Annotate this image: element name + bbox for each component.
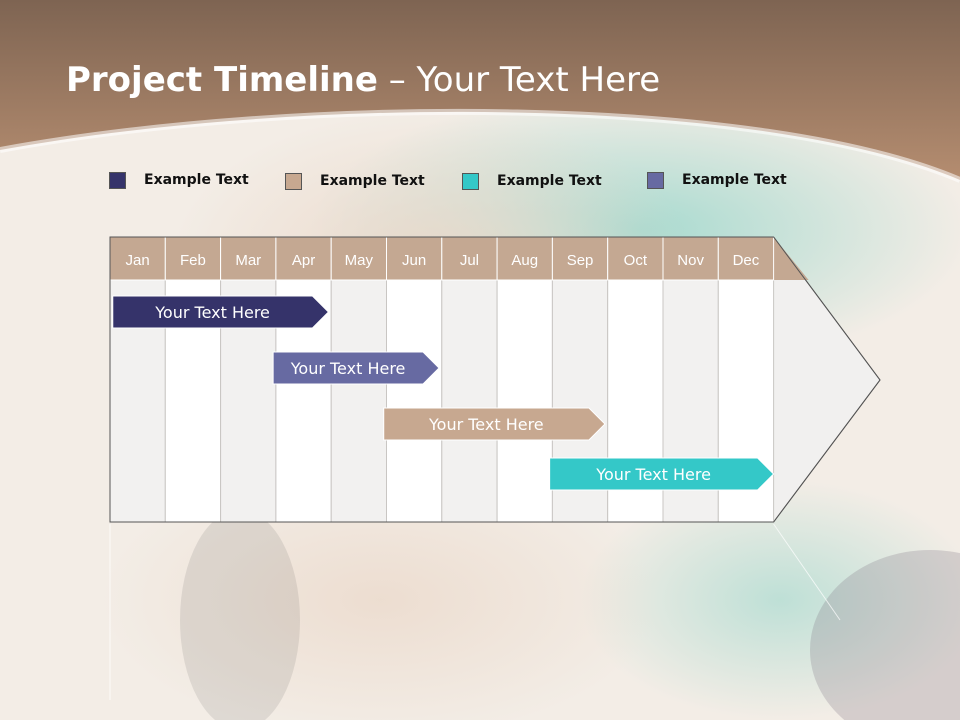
legend-item: Example Text bbox=[285, 171, 425, 191]
month-header-cell bbox=[607, 236, 664, 281]
month-header-cell bbox=[662, 236, 719, 281]
month-header-cell bbox=[386, 236, 443, 281]
month-label: Nov bbox=[677, 252, 704, 269]
month-label: Jan bbox=[126, 252, 150, 269]
month-header-cell bbox=[551, 236, 609, 281]
legend-swatch bbox=[285, 172, 302, 190]
month-header-cell bbox=[330, 236, 388, 281]
legend-item: Example Text bbox=[109, 170, 249, 190]
month-label: Mar bbox=[235, 252, 261, 269]
title-rest: – Your Text Here bbox=[377, 60, 661, 100]
month-column bbox=[330, 279, 388, 523]
task-bar-label: Your Text Here bbox=[595, 465, 711, 484]
legend-swatch bbox=[109, 171, 126, 189]
month-label: May bbox=[345, 252, 374, 269]
month-header-cell bbox=[717, 236, 775, 281]
task-bar-label: Your Text Here bbox=[154, 303, 270, 322]
month-header-cell bbox=[109, 236, 166, 281]
legend-swatch bbox=[462, 172, 479, 190]
month-label: Oct bbox=[624, 252, 648, 269]
legend-label: Example Text bbox=[682, 172, 787, 188]
page-title: Project Timeline – Your Text Here bbox=[66, 60, 660, 100]
legend-item: Example Text bbox=[647, 170, 787, 190]
legend-label: Example Text bbox=[497, 173, 602, 189]
month-label: Dec bbox=[733, 252, 760, 269]
arrow-header-cap bbox=[773, 237, 809, 280]
timeline-outline bbox=[109, 236, 881, 523]
timeline-reflection bbox=[109, 523, 841, 700]
month-label: Apr bbox=[292, 252, 315, 269]
task-bar-label: Your Text Here bbox=[290, 359, 406, 378]
month-column bbox=[386, 279, 443, 523]
legend-label: Example Text bbox=[144, 172, 249, 188]
task-bar bbox=[383, 407, 606, 441]
legend-item: Example Text bbox=[462, 171, 602, 191]
month-label: Aug bbox=[511, 252, 538, 269]
month-label: Jun bbox=[402, 252, 426, 269]
month-label: Jul bbox=[460, 252, 479, 269]
month-column bbox=[496, 279, 553, 523]
month-column bbox=[441, 279, 498, 523]
month-header-cell bbox=[441, 236, 498, 281]
month-label: Sep bbox=[567, 252, 594, 269]
title-bold: Project Timeline bbox=[66, 60, 378, 100]
month-header-cell bbox=[275, 236, 332, 281]
task-bar bbox=[549, 457, 775, 491]
task-bar bbox=[272, 351, 440, 385]
month-label: Feb bbox=[180, 252, 206, 269]
task-bar bbox=[112, 295, 330, 329]
task-bar-label: Your Text Here bbox=[428, 415, 544, 434]
legend-label: Example Text bbox=[320, 173, 425, 189]
legend-swatch bbox=[647, 171, 664, 189]
